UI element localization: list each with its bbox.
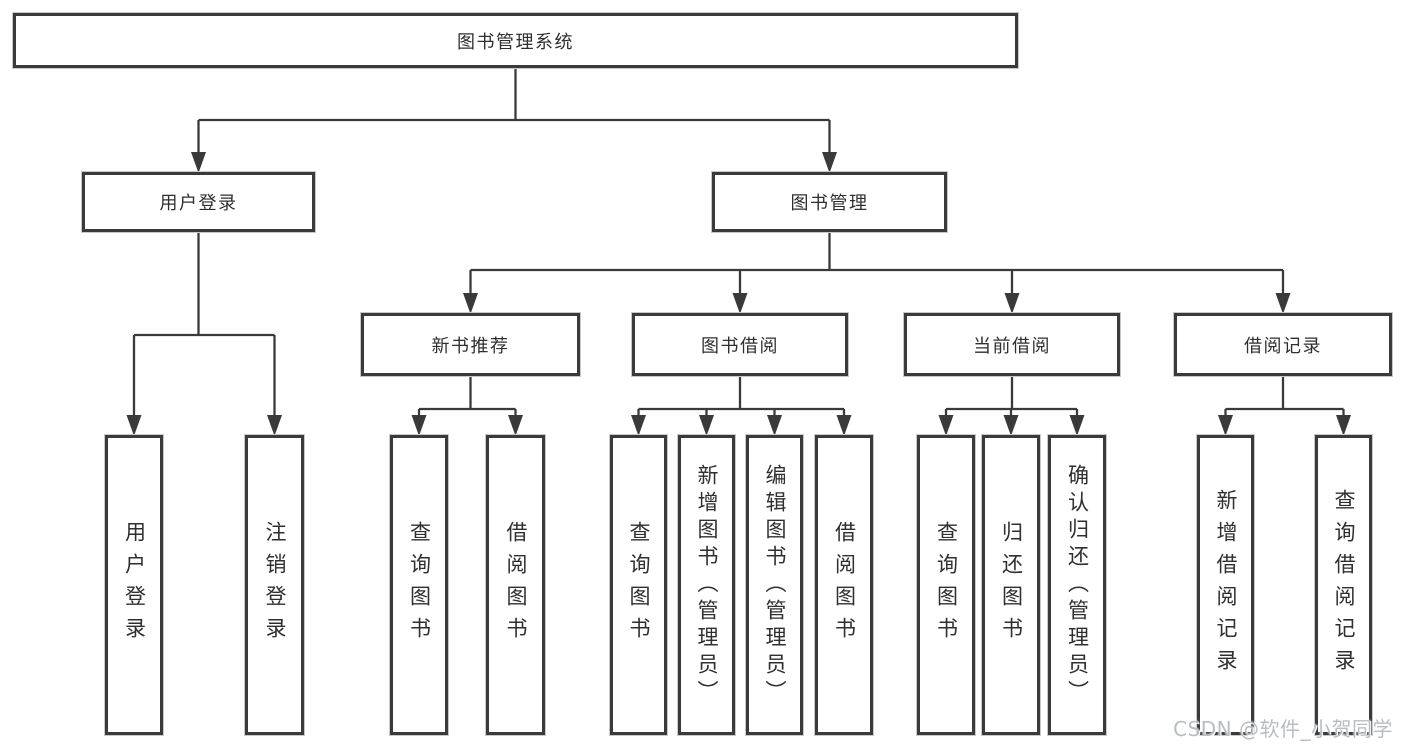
node-bb-lend: 借阅图书 (815, 435, 873, 735)
arrowhead-down-icon (1275, 293, 1291, 314)
node-cb-return: 归还图书 (982, 435, 1040, 735)
arrowhead-down-icon (508, 415, 523, 436)
arrowhead-down-icon (1004, 293, 1020, 314)
node-cb-query: 查询图书 (917, 435, 975, 735)
node-label-bb-edit: 编辑图书（管理员） (763, 463, 787, 707)
node-book-mgmt: 图书管理 (712, 172, 947, 232)
node-label-nbr-borrow: 借阅图书 (504, 521, 528, 649)
arrowhead-down-icon (1218, 415, 1233, 436)
arrowhead-down-icon (822, 152, 837, 173)
node-label-br-add: 新增借阅记录 (1214, 489, 1238, 681)
node-nbr-borrow: 借阅图书 (486, 435, 545, 735)
node-label-leaf-logout: 注销登录 (263, 521, 287, 649)
node-label-borrow-record: 借阅记录 (1244, 335, 1322, 357)
node-label-br-query: 查询借阅记录 (1332, 489, 1356, 681)
node-label-new-book-rec: 新书推荐 (431, 335, 510, 357)
node-label-bb-query: 查询图书 (627, 521, 651, 649)
node-user-login: 用户登录 (82, 172, 315, 232)
arrowhead-down-icon (1336, 415, 1351, 436)
node-leaf-user-login: 用户登录 (105, 435, 163, 735)
node-label-nbr-query: 查询图书 (407, 521, 432, 649)
node-root: 图书管理系统 (13, 13, 1018, 68)
node-borrow-record: 借阅记录 (1174, 313, 1392, 376)
node-current-borrow: 当前借阅 (904, 313, 1120, 376)
node-bb-edit: 编辑图书（管理员） (746, 435, 803, 735)
arrowhead-down-icon (631, 415, 646, 436)
node-label-bb-add: 新增图书（管理员） (695, 463, 719, 707)
arrowhead-down-icon (411, 415, 427, 436)
node-label-book-mgmt: 图书管理 (790, 193, 869, 214)
node-label-cb-return: 归还图书 (999, 521, 1024, 649)
node-br-add: 新增借阅记录 (1197, 435, 1254, 735)
node-book-borrow: 图书借阅 (632, 313, 848, 376)
node-label-bb-lend: 借阅图书 (832, 521, 857, 649)
node-bb-query: 查询图书 (610, 435, 667, 735)
node-label-user-login: 用户登录 (159, 193, 238, 214)
arrowhead-down-icon (126, 415, 142, 436)
node-label-cb-confirm: 确认归还（管理员） (1065, 463, 1090, 707)
arrowhead-down-icon (767, 415, 782, 436)
node-label-cb-query: 查询图书 (934, 521, 959, 649)
arrowhead-down-icon (836, 415, 852, 436)
node-label-leaf-user-login: 用户登录 (122, 521, 147, 649)
node-leaf-logout: 注销登录 (245, 435, 304, 735)
node-new-book-rec: 新书推荐 (361, 313, 580, 376)
arrowhead-down-icon (267, 415, 282, 436)
arrowhead-down-icon (938, 415, 954, 436)
node-label-current-borrow: 当前借阅 (973, 335, 1051, 357)
node-label-book-borrow: 图书借阅 (701, 335, 779, 357)
arrowhead-down-icon (1069, 415, 1085, 436)
node-nbr-query: 查询图书 (390, 435, 448, 735)
arrowhead-down-icon (463, 293, 478, 314)
arrowhead-down-icon (732, 293, 748, 314)
node-cb-confirm: 确认归还（管理员） (1048, 435, 1106, 735)
arrowhead-down-icon (1003, 415, 1019, 436)
node-br-query: 查询借阅记录 (1315, 435, 1372, 735)
node-bb-add: 新增图书（管理员） (678, 435, 735, 735)
watermark: CSDN @软件_小贺同学 (1173, 717, 1393, 741)
arrowhead-down-icon (699, 415, 714, 436)
node-label-root: 图书管理系统 (457, 31, 574, 53)
arrowhead-down-icon (191, 152, 206, 173)
